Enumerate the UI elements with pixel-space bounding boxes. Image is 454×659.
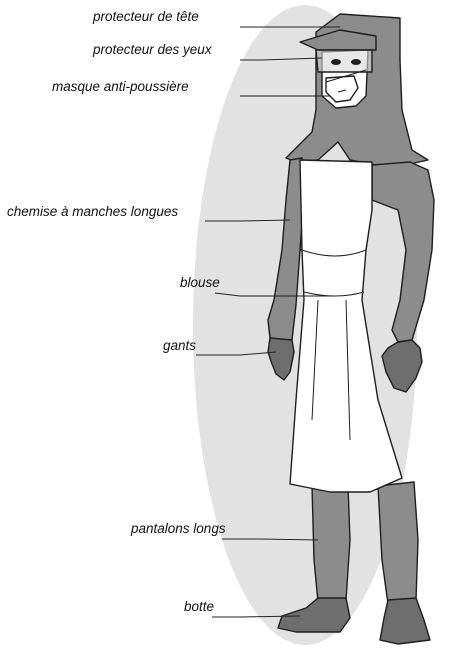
label-text: protecteur de tête: [92, 9, 199, 24]
label-text: chemise à manches longues: [7, 204, 178, 219]
label-text: masque anti-poussière: [52, 79, 189, 94]
eye-protector-shield: [316, 50, 372, 72]
label-text: botte: [184, 599, 214, 614]
label-text: protecteur des yeux: [92, 42, 213, 57]
label-text: blouse: [180, 275, 220, 290]
boot-right: [380, 598, 430, 644]
eye-left: [331, 59, 341, 65]
trouser-right: [378, 482, 418, 604]
label-text: pantalons longs: [130, 521, 226, 536]
label-text: gants: [163, 338, 196, 353]
trouser-left: [312, 486, 350, 602]
eye-right: [351, 59, 361, 65]
